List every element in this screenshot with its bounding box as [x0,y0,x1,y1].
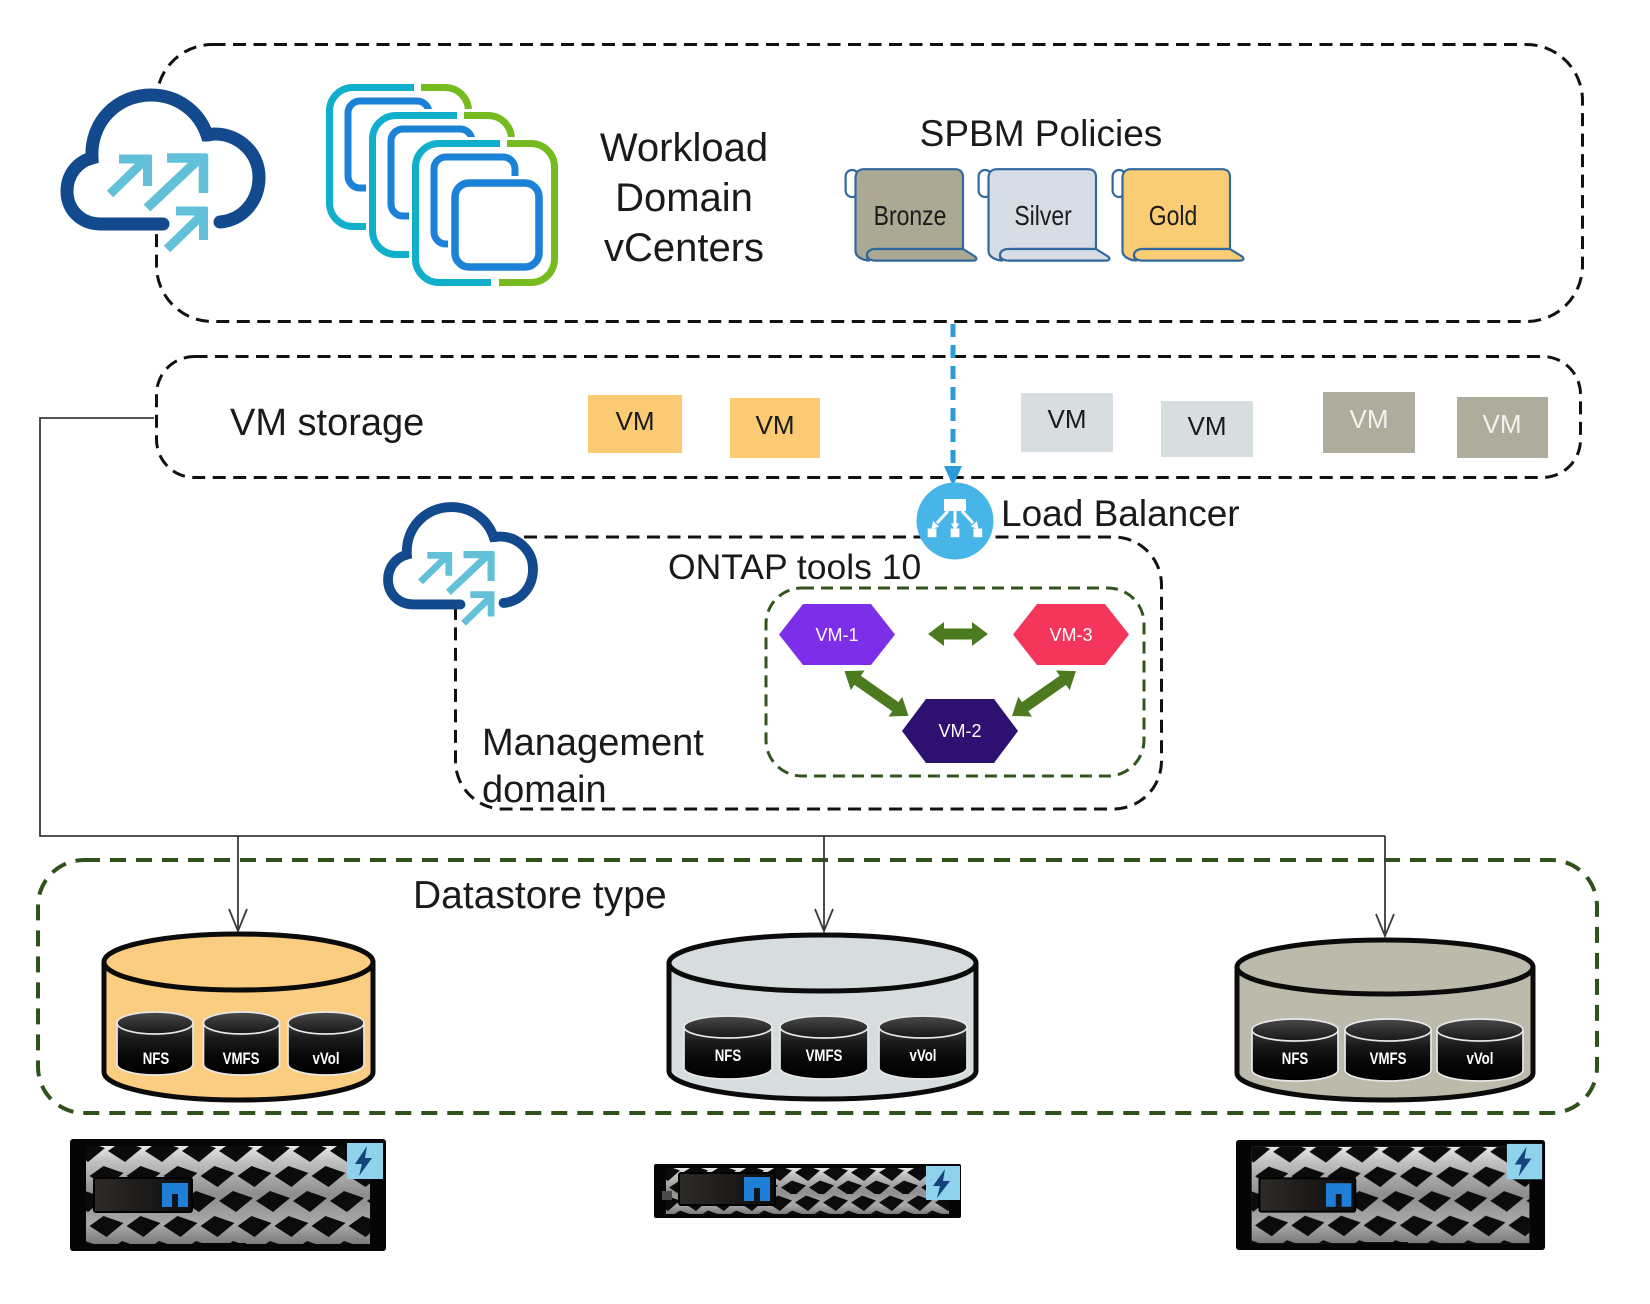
svg-text:VMFS: VMFS [223,1050,260,1069]
svg-text:VMFS: VMFS [1370,1050,1407,1069]
svg-text:Silver: Silver [1014,201,1072,232]
svg-text:Datastore type: Datastore type [413,874,667,917]
svg-text:Gold: Gold [1149,201,1197,232]
svg-text:VM: VM [756,410,795,440]
svg-text:VM: VM [1350,404,1389,434]
svg-text:VM: VM [1188,411,1227,441]
svg-text:VM-1: VM-1 [815,625,858,645]
svg-text:Load Balancer: Load Balancer [1001,493,1240,534]
svg-text:VM: VM [1483,409,1522,439]
svg-text:NFS: NFS [1282,1050,1309,1069]
svg-text:vVol: vVol [1466,1050,1493,1069]
svg-text:NFS: NFS [715,1047,742,1066]
svg-text:VM-2: VM-2 [938,721,981,741]
svg-text:Bronze: Bronze [874,201,947,232]
svg-text:ONTAP tools 10: ONTAP tools 10 [668,547,921,587]
svg-text:vVol: vVol [909,1047,936,1066]
svg-text:SPBM Policies: SPBM Policies [920,113,1163,154]
svg-text:NFS: NFS [143,1050,170,1069]
svg-text:vCenters: vCenters [604,226,764,270]
svg-text:domain: domain [482,769,607,811]
svg-text:VM: VM [1048,404,1087,434]
svg-text:Domain: Domain [615,176,753,220]
svg-text:VM: VM [616,406,655,436]
svg-text:VMFS: VMFS [806,1047,843,1066]
svg-text:VM-3: VM-3 [1049,625,1092,645]
svg-text:VM storage: VM storage [230,402,424,444]
svg-text:Workload: Workload [600,126,768,170]
svg-text:vVol: vVol [313,1050,340,1069]
svg-text:Management: Management [482,722,704,764]
